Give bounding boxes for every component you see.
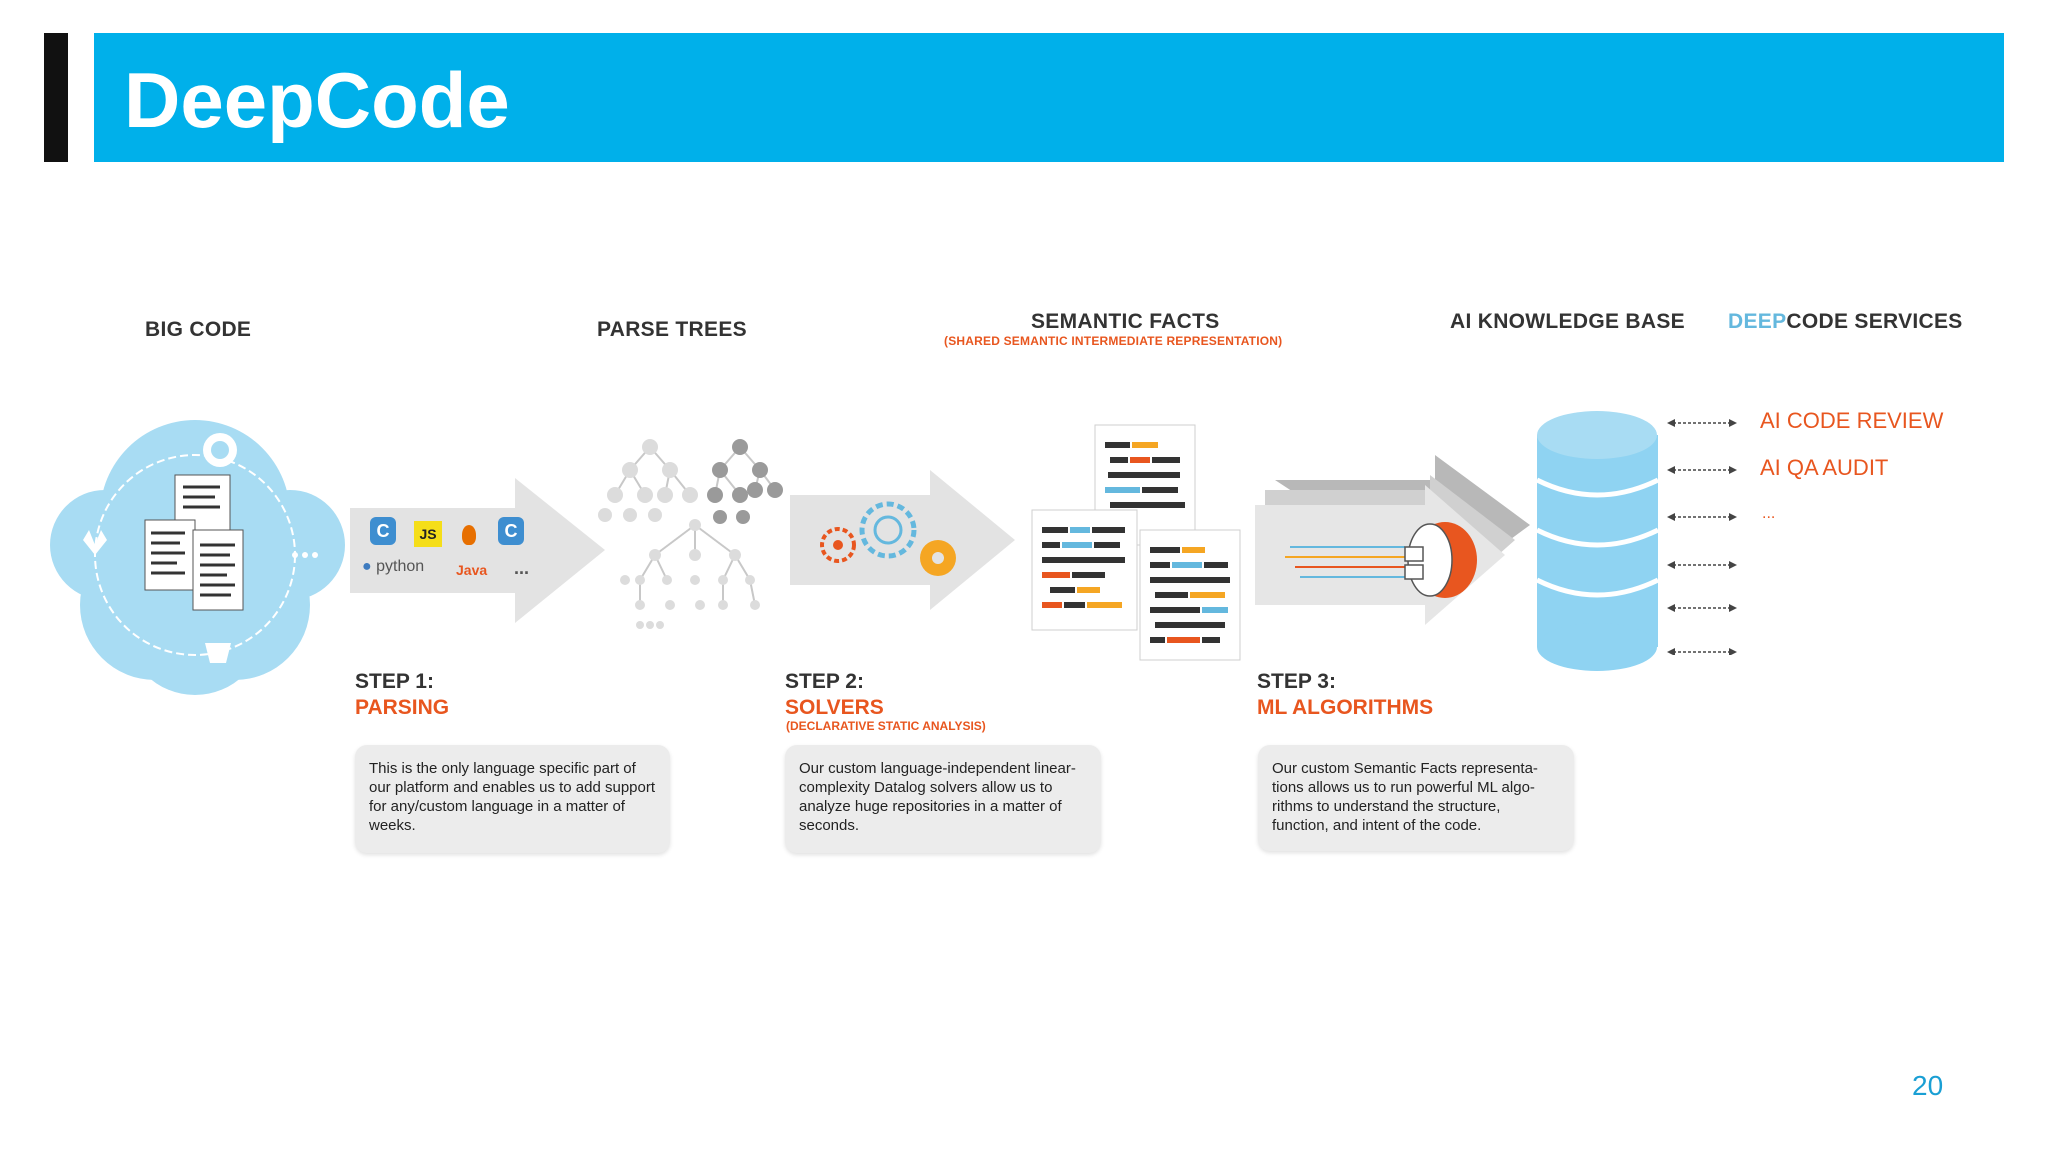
service-connectors [1667,419,1737,655]
step-3-name: ML ALGORITHMS [1257,696,1434,719]
header-bar [94,33,2004,162]
ml-algorithms-arrow [1255,455,1530,625]
big-code-cloud-illustration [50,420,345,695]
github-icon [203,433,237,467]
column-title-big-code: BIG CODE [145,318,252,341]
header-accent-bar [44,33,68,162]
bitbucket-icon [205,643,231,663]
c-language-icon: C [370,517,396,545]
service-ai-qa-audit: AI QA AUDIT [1760,455,1889,480]
step-3-description: Our custom Semantic Facts representa- ti… [1258,745,1574,851]
column-title-ai-knowledge-base: AI KNOWLEDGE BASE [1450,310,1685,333]
step-2-number: STEP 2: [785,670,864,693]
java-logo-text: Java [456,562,488,578]
column-title-parse-trees: PARSE TREES [597,318,747,341]
ai-knowledge-base-database-icon [1535,411,1660,671]
services-rest-text: CODE SERVICES [1786,310,1963,333]
javascript-icon: JS [414,521,442,547]
more-sources-icon [292,552,318,558]
step-2-description: Our custom language-independent linear-c… [785,745,1101,853]
java-cup-icon [462,525,476,545]
step-1-number: STEP 1: [355,670,434,693]
service-ai-code-review: AI CODE REVIEW [1760,408,1944,433]
semantic-facts-subtitle: (SHARED SEMANTIC INTERMEDIATE REPRESENTA… [944,334,1283,348]
parse-trees-illustration [598,439,783,629]
service-more: ... [1762,505,1776,522]
parsing-arrow [350,478,605,623]
column-title-services: DEEPCODE SERVICES [1728,310,1963,334]
step-3-number: STEP 3: [1257,670,1336,693]
brain-icon [1404,522,1477,598]
slide-title: DeepCode [124,56,510,144]
column-title-semantic-facts: SEMANTIC FACTS [1031,310,1220,333]
c-sharp-language-icon: C [498,517,524,545]
gears-icon [820,501,956,576]
python-logo-text: ● python [362,558,425,575]
solvers-arrow [790,470,1015,610]
brand-deep-text: DEEP [1728,310,1787,333]
gitlab-icon [83,530,107,555]
more-languages-icon: ... [514,558,530,578]
step-2-subtitle: (DECLARATIVE STATIC ANALYSIS) [786,719,986,733]
page-number: 20 [1912,1070,1944,1101]
step-1-description: This is the only language specific part … [355,745,670,853]
semantic-facts-documents [1031,424,1241,661]
step-2-name: SOLVERS [785,696,884,719]
code-documents-icon [144,474,244,611]
step-1-name: PARSING [355,696,450,719]
